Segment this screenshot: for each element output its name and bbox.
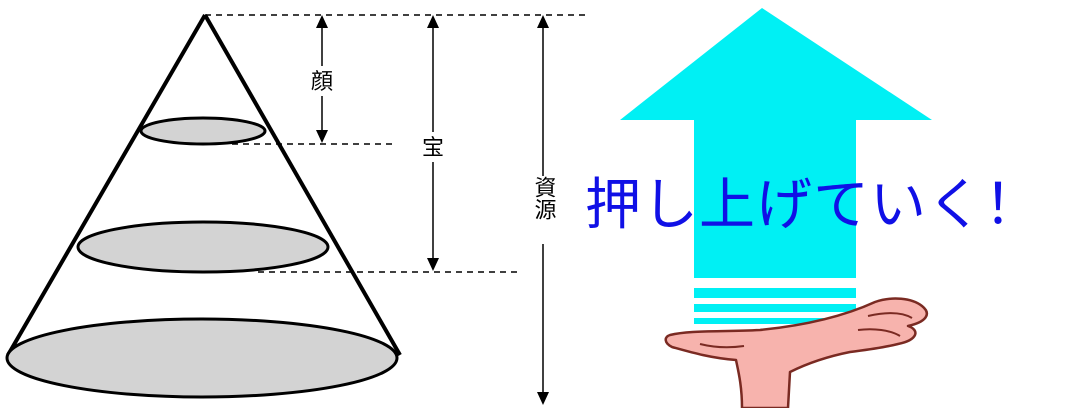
treasure-arrow-head-up <box>427 15 439 28</box>
face-label: 顔 <box>311 70 333 95</box>
treasure-arrow-head-down <box>427 258 439 271</box>
push-up-arrow <box>620 8 932 324</box>
guide-lines <box>205 14 588 273</box>
face-label-bg <box>307 66 337 96</box>
resource-arrow-head-down <box>537 392 549 405</box>
arrow-stripe-2 <box>694 304 856 312</box>
headline-text: 押し上げていく！ <box>585 173 1041 238</box>
hand-finger-line-2 <box>857 328 901 337</box>
resource-label-bg <box>528 176 558 244</box>
face-arrow-head-down <box>316 130 328 143</box>
hand-thumb-line <box>699 343 745 349</box>
resource-arrow-head-up <box>537 15 549 28</box>
treasure-label-bg <box>418 132 448 162</box>
hand-illustration <box>664 297 928 408</box>
hand-finger-line-1 <box>867 312 913 319</box>
arrow-stripe-3 <box>694 318 856 324</box>
hand-shape <box>664 297 928 408</box>
cone <box>5 13 402 399</box>
cone-ellipse-bottom <box>5 317 399 399</box>
resource-label: 資源 <box>531 176 557 220</box>
arrow-body <box>620 8 932 278</box>
cone-ellipse-top <box>139 116 267 146</box>
arrow-stripe-1 <box>694 288 856 298</box>
cone-ellipse-middle <box>76 220 330 274</box>
treasure-label: 宝 <box>422 136 444 161</box>
cone-left-edge <box>6 13 207 357</box>
cone-right-edge <box>203 14 402 356</box>
face-arrow-head-up <box>316 15 328 28</box>
